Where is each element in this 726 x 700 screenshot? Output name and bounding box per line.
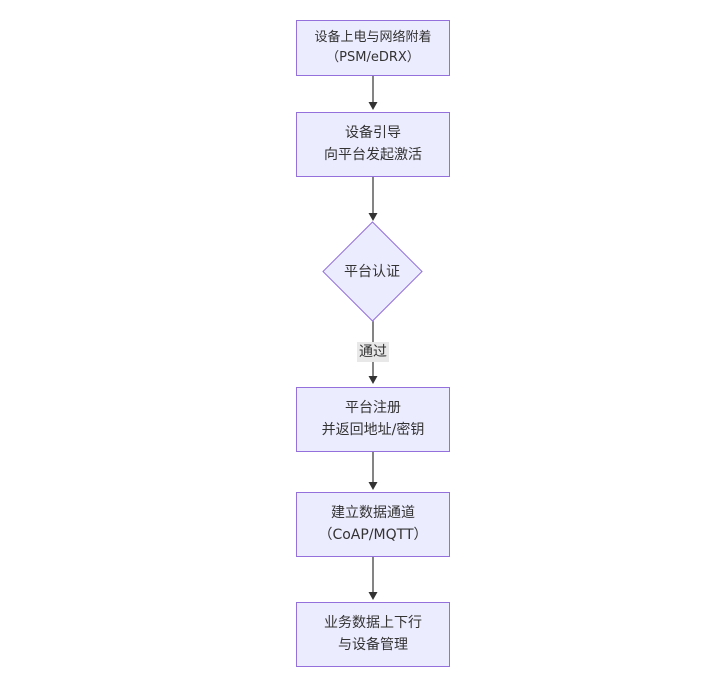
arrow-e-to-f <box>368 557 378 600</box>
arrow-d-to-e <box>368 452 378 490</box>
arrow-b-to-c <box>368 177 378 221</box>
flow-node-data-channel: 建立数据通道 （CoAP/MQTT） <box>296 492 450 557</box>
flow-node-business-data: 业务数据上下行 与设备管理 <box>296 602 450 667</box>
arrow-a-to-b <box>368 76 378 110</box>
decision-label-platform-auth: 平台认证 <box>344 264 400 280</box>
edge-label-pass: 通过 <box>357 342 389 362</box>
flow-node-power-attach: 设备上电与网络附着 （PSM/eDRX） <box>296 20 450 76</box>
flow-node-platform-register: 平台注册 并返回地址/密钥 <box>296 387 450 452</box>
flow-node-bootstrap: 设备引导 向平台发起激活 <box>296 112 450 177</box>
